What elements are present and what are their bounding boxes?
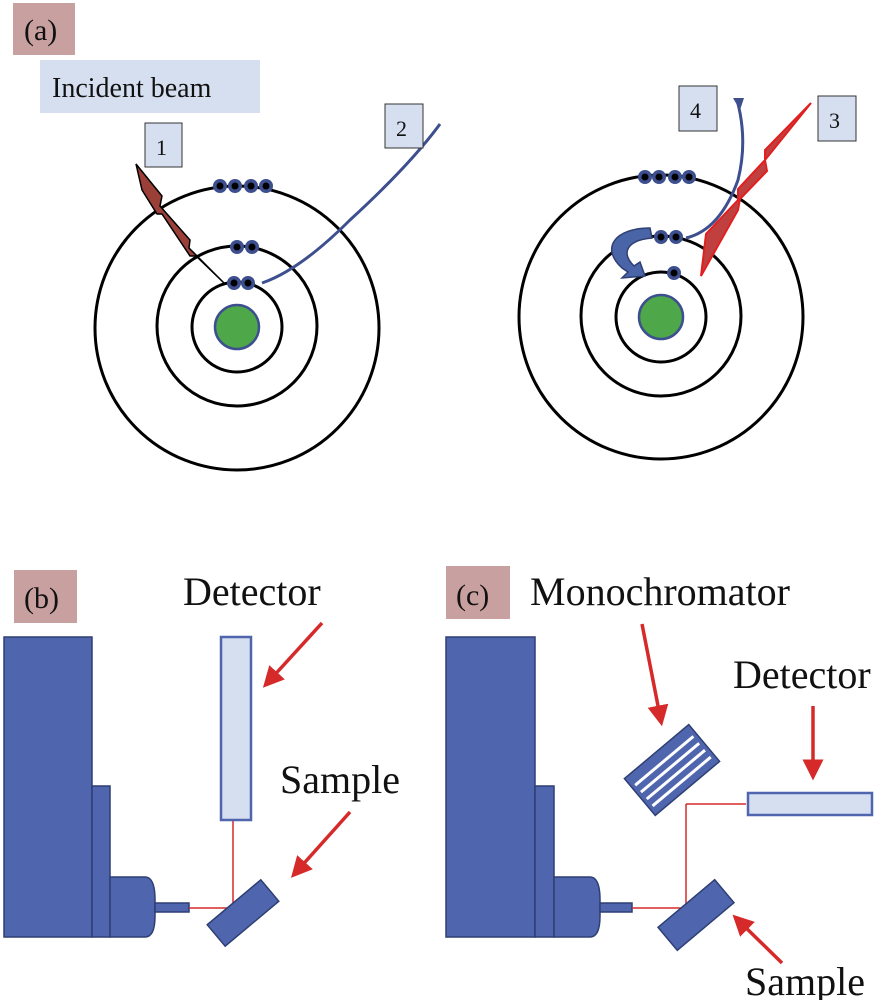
panel-b-tag: (b) <box>24 582 59 615</box>
sample-c-arrow <box>732 914 784 965</box>
electrons-outer <box>638 170 696 184</box>
detector-b <box>219 635 253 822</box>
panel-a-tag: (a) <box>24 14 57 47</box>
incident-beam-bolt <box>135 163 225 284</box>
ejected-electron-path <box>261 123 442 285</box>
monochromator-label: Monochromator <box>530 569 790 614</box>
panel-b-tag-bg <box>14 570 77 623</box>
monochromator-arrow <box>640 623 669 727</box>
incident-beam-label-bg <box>40 60 260 113</box>
electron-transition-arrow <box>610 227 653 279</box>
sample-b <box>206 878 280 948</box>
nucleus <box>213 303 261 351</box>
sample-b-label: Sample <box>280 757 400 802</box>
electrons-middle <box>230 240 259 254</box>
incident-beam-label: Incident beam <box>52 73 212 104</box>
step-4-box <box>678 85 718 132</box>
sample-c <box>656 878 736 952</box>
monochromator <box>623 723 721 817</box>
fluorescence-bolt <box>700 102 812 277</box>
panel-b: (b) Detector Sample <box>3 569 400 948</box>
sample-b-arrow <box>290 810 352 878</box>
detector-b-label: Detector <box>183 569 321 614</box>
panel-c-tag-bg <box>446 566 510 619</box>
atom-right <box>517 98 812 461</box>
xray-tube <box>445 636 633 938</box>
step-2-label: 2 <box>396 116 407 141</box>
sample-c-label: Sample <box>745 959 865 1000</box>
panel-a-tag-bg <box>13 3 75 55</box>
step-4-label: 4 <box>690 98 701 123</box>
panel-c: (c) Monochromator Detector Sa <box>445 566 874 1000</box>
orbit-inner <box>614 270 708 364</box>
atom-left <box>93 123 442 472</box>
detector-b-arrow <box>262 621 324 688</box>
step-3-box <box>817 95 857 142</box>
xray-tube <box>3 636 190 938</box>
step-2-box <box>384 103 424 149</box>
electrons-inner <box>227 276 255 290</box>
step-1-label: 1 <box>156 135 167 160</box>
step-1-box <box>144 122 183 168</box>
step-3-label: 3 <box>829 108 840 133</box>
panel-a: (a) Incident beam <box>13 3 857 472</box>
electrons-outer <box>213 179 273 193</box>
detector-c-label: Detector <box>733 652 871 697</box>
electrons-middle <box>654 230 683 244</box>
nucleus <box>637 293 685 341</box>
auger-electron-path <box>685 99 745 240</box>
panel-c-tag: (c) <box>456 579 489 612</box>
detector-c <box>746 791 874 817</box>
electrons-inner <box>667 266 681 280</box>
auger-electron-arrowhead <box>733 98 744 110</box>
